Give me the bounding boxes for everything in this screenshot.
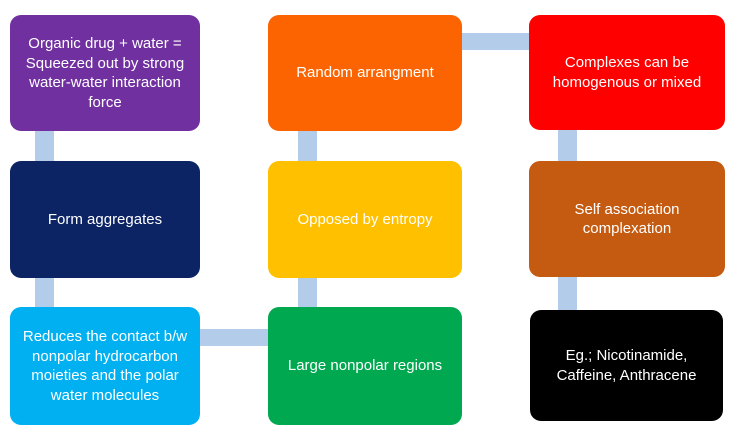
connector-right-column-bottom-vertical: [558, 268, 577, 318]
box-complexes-homogenous-mixed-label: Complexes can be homogenous or mixed: [552, 54, 702, 91]
box-large-nonpolar-regions: Large nonpolar regions: [268, 307, 462, 425]
box-organic-drug-water-label: Organic drug + water = Squeezed out by s…: [25, 35, 185, 111]
connector-bottom-horizontal: [192, 329, 280, 346]
box-form-aggregates: Form aggregates: [10, 161, 200, 278]
connector-middle-column-top-vertical: [298, 120, 317, 170]
connector-right-column-top-vertical: [558, 120, 577, 170]
box-opposed-by-entropy: Opposed by entropy: [268, 161, 462, 278]
box-opposed-by-entropy-label: Opposed by entropy: [297, 210, 433, 228]
box-self-association-complexation: Self association complexation: [529, 161, 725, 277]
box-random-arrangement: Random arrangment: [268, 15, 462, 131]
box-complexes-homogenous-mixed: Complexes can be homogenous or mixed: [529, 15, 725, 130]
box-form-aggregates-label: Form aggregates: [47, 210, 163, 228]
box-large-nonpolar-regions-label: Large nonpolar regions: [287, 357, 443, 375]
box-reduces-contact: Reduces the contact b/w nonpolar hydroca…: [10, 307, 200, 425]
connector-left-column-top-vertical: [35, 120, 54, 170]
box-examples-label: Eg.; Nicotinamide, Caffeine, Anthracene: [556, 347, 697, 384]
connector-left-column-bottom-vertical: [35, 268, 54, 318]
box-random-arrangement-label: Random arrangment: [296, 64, 434, 82]
box-examples-nicotinamide-caffeine-anthracene: Eg.; Nicotinamide, Caffeine, Anthracene: [530, 310, 723, 421]
connector-top-horizontal: [452, 33, 540, 50]
box-reduces-contact-label: Reduces the contact b/w nonpolar hydroca…: [22, 328, 188, 404]
connector-middle-column-bottom-vertical: [298, 268, 317, 318]
box-self-association-complexation-label: Self association complexation: [574, 200, 680, 238]
box-organic-drug-water: Organic drug + water = Squeezed out by s…: [10, 15, 200, 131]
